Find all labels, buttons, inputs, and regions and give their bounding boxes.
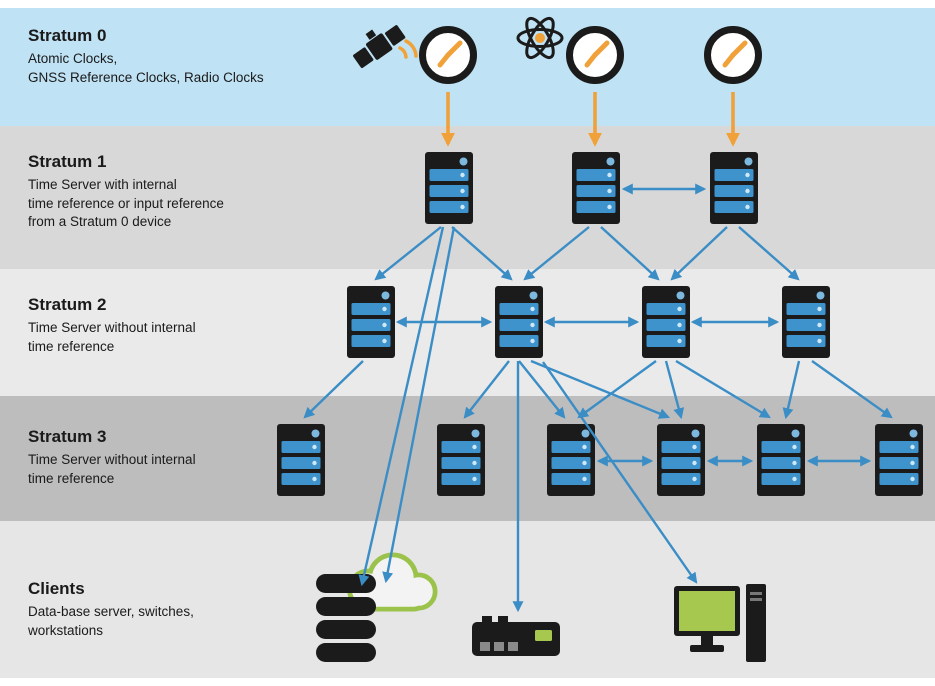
stratum3-label: Stratum 3 Time Server without internal t…	[28, 427, 338, 488]
stratum3-server-2	[437, 424, 485, 496]
stratum3-server-5	[757, 424, 805, 496]
stratum3-server-1	[277, 424, 325, 496]
stratum0-desc: Atomic Clocks, GNSS Reference Clocks, Ra…	[28, 51, 264, 85]
stratum2-server-4	[782, 286, 830, 358]
stratum2-desc: Time Server without internal time refere…	[28, 320, 196, 354]
stratum1-server-1	[425, 152, 473, 224]
stratum1-server-3	[710, 152, 758, 224]
stratum1-label: Stratum 1 Time Server with internal time…	[28, 152, 338, 232]
clients-title: Clients	[28, 579, 85, 598]
satellite-icon	[348, 12, 420, 76]
atom-icon	[514, 12, 566, 64]
network-switch-icon	[472, 616, 560, 658]
stratum2-title: Stratum 2	[28, 295, 107, 314]
clock-icon-3	[701, 23, 765, 87]
workstation-monitor-icon	[674, 586, 740, 658]
clock-icon-2	[563, 23, 627, 87]
clients-desc: Data-base server, switches, workstations	[28, 604, 194, 638]
stratum1-server-2	[572, 152, 620, 224]
stratum2-server-3	[642, 286, 690, 358]
stratum1-title: Stratum 1	[28, 152, 107, 171]
clients-label: Clients Data-base server, switches, work…	[28, 579, 338, 640]
stratum3-server-3	[547, 424, 595, 496]
stratum0-title: Stratum 0	[28, 26, 107, 45]
database-server-icon	[316, 574, 376, 664]
workstation-tower-icon	[746, 584, 766, 662]
stratum0-label: Stratum 0 Atomic Clocks, GNSS Reference …	[28, 26, 338, 87]
stratum1-desc: Time Server with internal time reference…	[28, 177, 224, 230]
stratum3-desc: Time Server without internal time refere…	[28, 452, 196, 486]
stratum3-server-4	[657, 424, 705, 496]
stratum3-server-6	[875, 424, 923, 496]
stratum2-label: Stratum 2 Time Server without internal t…	[28, 295, 338, 356]
stratum2-server-2	[495, 286, 543, 358]
stratum3-title: Stratum 3	[28, 427, 107, 446]
clock-icon-1	[416, 23, 480, 87]
clients-band	[0, 521, 935, 678]
stratum2-server-1	[347, 286, 395, 358]
